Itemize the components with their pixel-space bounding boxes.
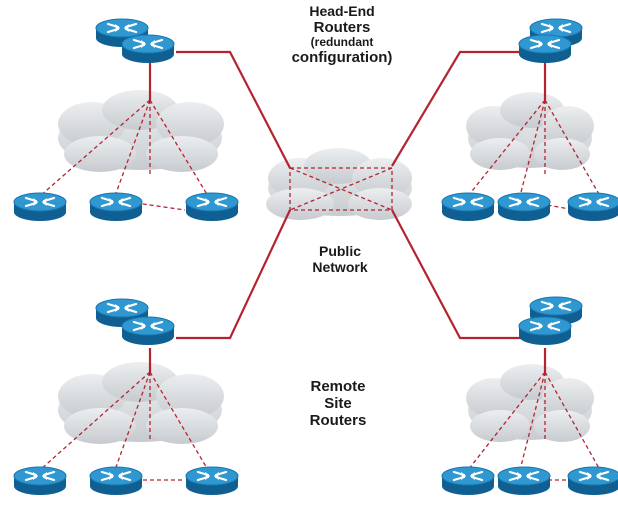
head-end-label-line4: configuration) <box>291 48 393 66</box>
wan-link-top-right <box>391 50 522 167</box>
public-network-label-line2: Network <box>312 258 368 275</box>
wan-link-bottom-left <box>176 209 291 340</box>
wan-link-bottom-right <box>391 209 522 340</box>
remote-site-label-line3: Routers <box>309 411 367 429</box>
head-end-label-line2: Routers <box>313 18 371 36</box>
router-icon <box>496 191 552 223</box>
public-network-label-line1: Public <box>318 243 361 259</box>
cloud-icon-bottom-left <box>58 362 224 444</box>
router-icon <box>184 465 240 497</box>
router-icon <box>517 315 573 347</box>
router-icon <box>88 191 144 223</box>
head-end-label-line1: Head-End <box>309 3 375 19</box>
head-end-routers-label: Head-End Routers (redundant configuratio… <box>262 3 422 67</box>
router-icon <box>440 191 496 223</box>
router-icon <box>184 191 240 223</box>
router-icon <box>120 33 176 65</box>
remote-site-label-line2: Site <box>324 394 352 412</box>
public-network-label: Public Network <box>290 243 390 275</box>
router-icon <box>517 33 573 65</box>
remote-site-label-line1: Remote <box>310 378 366 395</box>
remote-site-routers-label: Remote Site Routers <box>288 378 388 429</box>
router-icon <box>566 465 618 497</box>
cloud-icon-bottom-right <box>466 364 594 442</box>
router-icon <box>120 315 176 347</box>
cloud-icon-top-left <box>58 90 224 172</box>
router-icon <box>88 465 144 497</box>
router-icon <box>440 465 496 497</box>
router-icon <box>566 191 618 223</box>
router-icon <box>12 191 68 223</box>
wan-link-top-left <box>176 50 291 169</box>
wan-links <box>148 50 547 372</box>
vpn-tunnels <box>39 99 601 481</box>
head-end-label-line3: (redundant <box>310 35 374 50</box>
cloud-icon-top-right <box>466 92 594 170</box>
router-icon <box>12 465 68 497</box>
router-icon <box>496 465 552 497</box>
